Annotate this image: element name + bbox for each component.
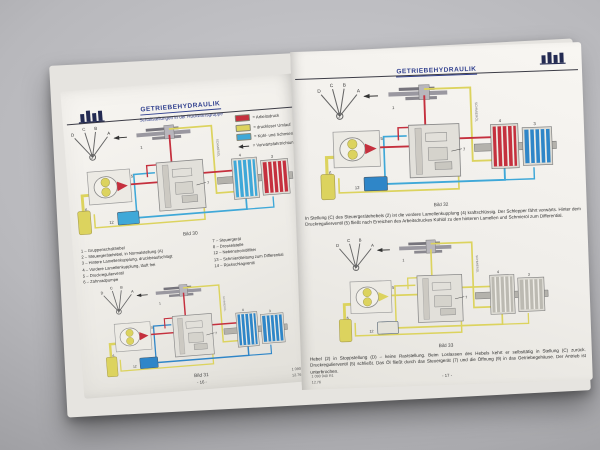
hydraulic-schematic-bild30 (65, 110, 301, 242)
ih-logo (78, 110, 105, 124)
direction-arrow-icon (237, 144, 249, 149)
hydraulic-schematic-bild33 (305, 229, 581, 348)
hydraulic-schematic-bild31 (80, 270, 311, 383)
ih-logo (539, 52, 566, 65)
right-page: GETRIEBEHYDRAULIK Bild 32 In Stellung (C… (290, 42, 593, 390)
color-legend: = Arbeitsdruck = druckloser Umlauf = Küh… (234, 111, 296, 153)
hydraulic-schematic-bild32 (299, 73, 575, 206)
left-page: GETRIEBEHYDRAULIK Schaltstellungen in de… (60, 73, 321, 399)
legend-row-direction: = Vorwärtsfahrtrichtung (237, 139, 297, 150)
